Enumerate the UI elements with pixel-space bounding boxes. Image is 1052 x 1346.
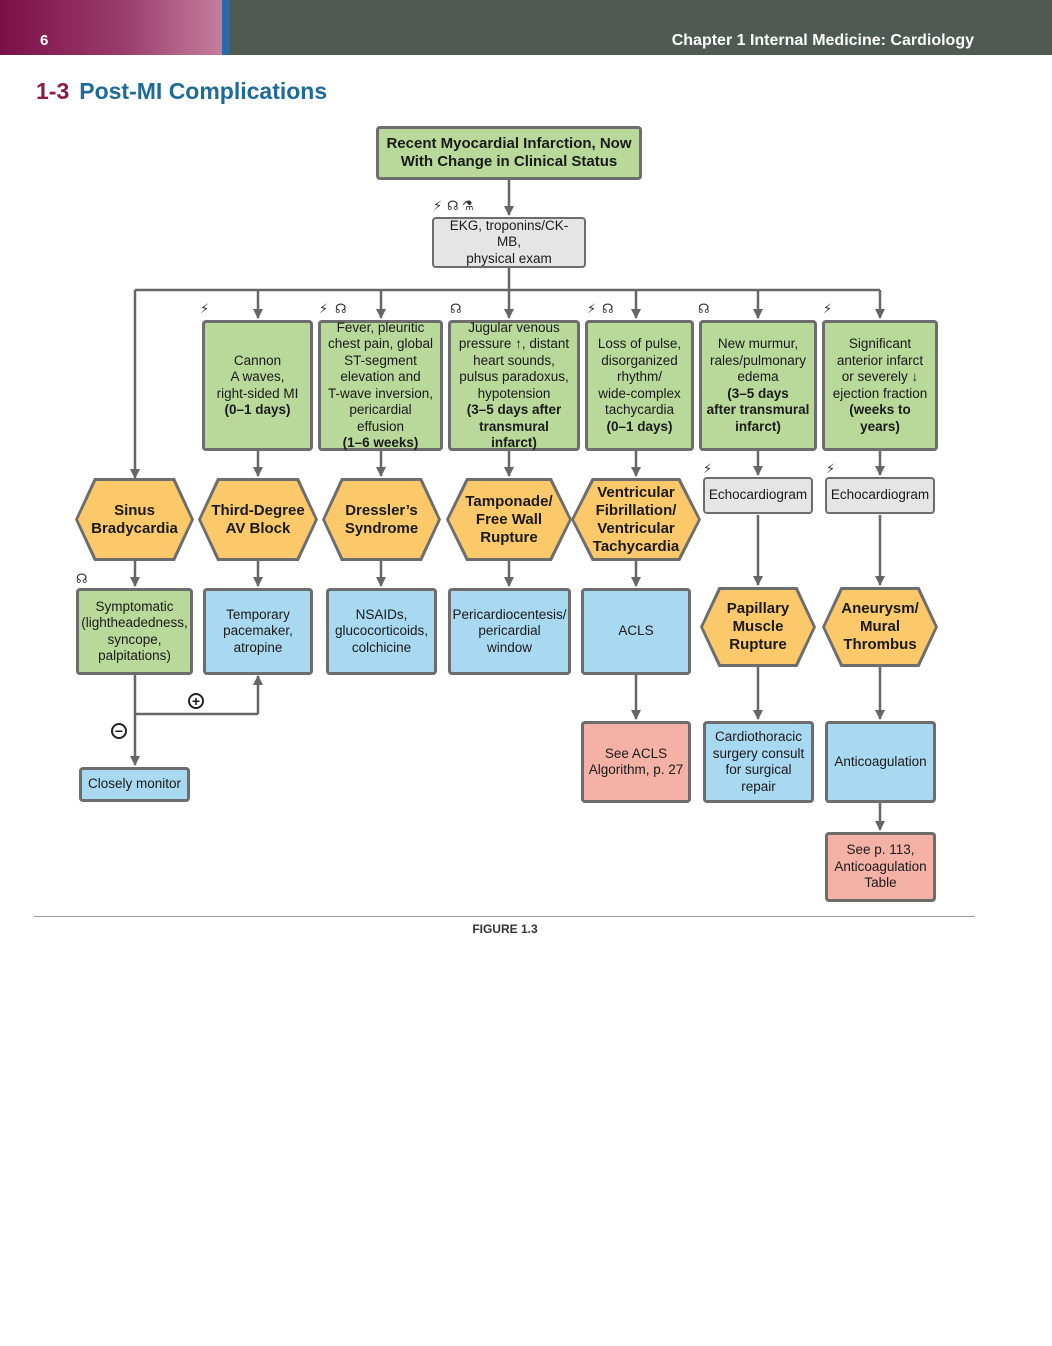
treatment-surgery: Cardiothoracic surgery consult for surgi… (703, 721, 814, 803)
presentation-text: Loss of pulse, disorganized rhythm/ wide… (597, 336, 682, 417)
page-header: 6 Chapter 1 Internal Medicine: Cardiolog… (0, 0, 1052, 55)
presentation-dressler: Fever, pleuritic chest pain, global ST-s… (318, 320, 443, 451)
treatment-pericardiocentesis: Pericardiocentesis/ pericardial window (448, 588, 571, 675)
presentation-timing: (0–1 days) (606, 418, 673, 434)
page-number: 6 (40, 32, 49, 49)
presentation-papillary: New murmur, rales/pulmonary edema (3–5 d… (699, 320, 817, 451)
ekg-icon: ⚡ (826, 461, 836, 476)
chapter-title: Chapter 1 Internal Medicine: Cardiology (671, 32, 974, 49)
section-title: 1-3 Post-MI Complications (36, 78, 327, 105)
presentation-text: Fever, pleuritic chest pain, global ST-s… (327, 319, 434, 434)
presentation-text: New murmur, rales/pulmonary edema (709, 336, 807, 384)
presentation-timing: (3–5 days after transmural infarct) (706, 385, 810, 434)
presentation-timing: (3–5 days after transmural infarct) (466, 402, 562, 450)
figure-rule (34, 916, 975, 917)
test-tube-icon: ⚗ (462, 198, 474, 213)
diagnosis-label: Papillary Muscle Rupture (703, 590, 813, 664)
diagnosis-aneurysm: Aneurysm/ Mural Thrombus (822, 587, 938, 667)
diagnosis-label: Tamponade/ Free Wall Rupture (449, 481, 569, 558)
stethoscope-icon: ☊ (335, 301, 347, 316)
diagnosis-sinus-bradycardia: Sinus Bradycardia (75, 478, 194, 561)
treatment-anticoagulation: Anticoagulation (825, 721, 936, 803)
diagnosis-label: Dressler’s Syndrome (325, 481, 438, 558)
stethoscope-icon: ☊ (602, 301, 614, 316)
ekg-icon: ⚡ (200, 301, 210, 316)
diagnosis-label: Sinus Bradycardia (78, 481, 191, 558)
ekg-icon: ⚡ (319, 301, 329, 316)
echo-box-papillary: Echocardiogram (703, 477, 813, 514)
header-accent (0, 0, 222, 55)
ekg-icon: ⚡ (587, 301, 597, 316)
plus-icon: + (188, 693, 204, 709)
presentation-timing: (weeks to years) (849, 402, 911, 434)
treatment-acls: ACLS (581, 588, 691, 675)
diagnosis-ventricular-fibrillation: Ventricular Fibrillation/ Ventricular Ta… (571, 478, 701, 561)
presentation-timing: (0–1 days) (224, 402, 291, 417)
presentation-text: Cannon A waves, right-sided MI (216, 352, 299, 401)
diagnosis-third-degree-av-block: Third-Degree AV Block (198, 478, 318, 561)
header-divider (222, 0, 230, 55)
treatment-nsaids: NSAIDs, glucocorticoids, colchicine (326, 588, 437, 675)
stethoscope-icon: ☊ (76, 571, 88, 586)
presentation-tamponade: Jugular venous pressure ↑, distant heart… (448, 320, 580, 451)
workup-box: EKG, troponins/CK-MB, physical exam (432, 217, 586, 268)
diagnosis-label: Aneurysm/ Mural Thrombus (825, 590, 935, 664)
minus-icon: − (111, 723, 127, 739)
treatment-monitor: Closely monitor (79, 767, 190, 802)
presentation-text: Significant anterior infarct or severely… (832, 336, 928, 401)
diagnosis-tamponade: Tamponade/ Free Wall Rupture (446, 478, 572, 561)
ekg-icon: ⚡ (823, 301, 833, 316)
diagnosis-dressler-syndrome: Dressler’s Syndrome (322, 478, 441, 561)
diagnosis-label: Third-Degree AV Block (201, 481, 315, 558)
figure-label: FIGURE 1.3 (472, 922, 538, 936)
reference-acls: See ACLS Algorithm, p. 27 (581, 721, 691, 803)
presentation-timing: (1–6 weeks) (342, 435, 419, 450)
symptomatic-box: Symptomatic (lightheadedness, syncope, p… (76, 588, 193, 675)
section-title-text: Post-MI Complications (79, 78, 328, 104)
presentation-vfib: Loss of pulse, disorganized rhythm/ wide… (585, 320, 694, 451)
ekg-icon: ⚡ (703, 461, 713, 476)
treatment-pacemaker: Temporary pacemaker, atropine (203, 588, 313, 675)
stethoscope-icon: ☊ (698, 301, 710, 316)
diagnosis-label: Ventricular Fibrillation/ Ventricular Ta… (574, 481, 698, 558)
stethoscope-icon: ☊ (450, 301, 462, 316)
diagnosis-papillary-muscle-rupture: Papillary Muscle Rupture (700, 587, 816, 667)
section-number: 1-3 (36, 78, 70, 104)
stethoscope-icon: ☊ (447, 198, 459, 213)
presentation-text: Jugular venous pressure ↑, distant heart… (458, 319, 570, 401)
start-box: Recent Myocardial Infarction, Now With C… (376, 126, 642, 180)
presentation-heart-block: Cannon A waves, right-sided MI (0–1 days… (202, 320, 313, 451)
reference-anticoagulation: See p. 113, Anticoagulation Table (825, 832, 936, 902)
presentation-aneurysm: Significant anterior infarct or severely… (822, 320, 938, 451)
echo-box-aneurysm: Echocardiogram (825, 477, 935, 514)
ekg-icon: ⚡ (433, 198, 443, 213)
